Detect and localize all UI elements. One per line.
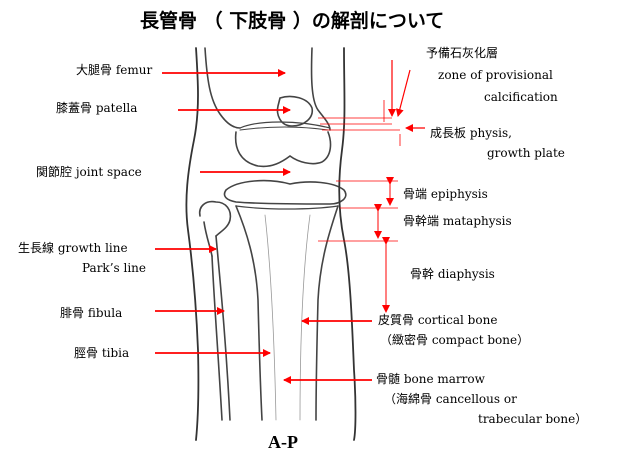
right-arrows (283, 317, 372, 384)
label-patella: 膝蓋骨 patella (56, 101, 138, 115)
label-trabecular-bone: trabecular bone） (478, 412, 588, 426)
region-brackets (318, 177, 398, 313)
label-epiphysis: 骨端 epiphysis (403, 187, 488, 201)
label-tibia: 脛骨 tibia (74, 346, 130, 360)
patella-outline (276, 95, 314, 127)
label-parks-line: Park’s line (82, 261, 146, 275)
physis-markers (318, 60, 425, 146)
leg-contour (185, 47, 357, 441)
view-label: A-P (268, 432, 298, 452)
label-zone-en1: zone of provisional (438, 68, 553, 82)
label-diaphysis: 骨幹 diaphysis (410, 267, 495, 281)
label-growth-plate: growth plate (487, 146, 565, 160)
left-arrows (155, 69, 291, 357)
label-compact-bone: （緻密骨 compact bone） (380, 333, 530, 347)
label-growth-line: 生長線 growth line (18, 241, 128, 255)
page-title: 長管骨 （ 下肢骨 ）の解剖について (140, 10, 445, 32)
femur-outline (204, 47, 332, 168)
label-metaphysis: 骨幹端 mataphysis (403, 214, 512, 228)
label-zone-en2: calcification (484, 90, 558, 104)
label-zone-jp: 予備石灰化層 (426, 46, 499, 60)
label-cancellous-bone: （海綿骨 cancellous or (384, 392, 517, 406)
label-fibula: 腓骨 fibula (60, 306, 123, 320)
label-joint-space: 関節腔 joint space (36, 165, 142, 179)
tibia-outline (223, 179, 347, 421)
label-bone-marrow: 骨髄 bone marrow (376, 372, 485, 386)
label-femur: 大腿骨 femur (76, 63, 153, 77)
label-cortical-bone: 皮質骨 cortical bone (378, 313, 498, 327)
label-physis: 成長板 physis, (430, 126, 512, 140)
